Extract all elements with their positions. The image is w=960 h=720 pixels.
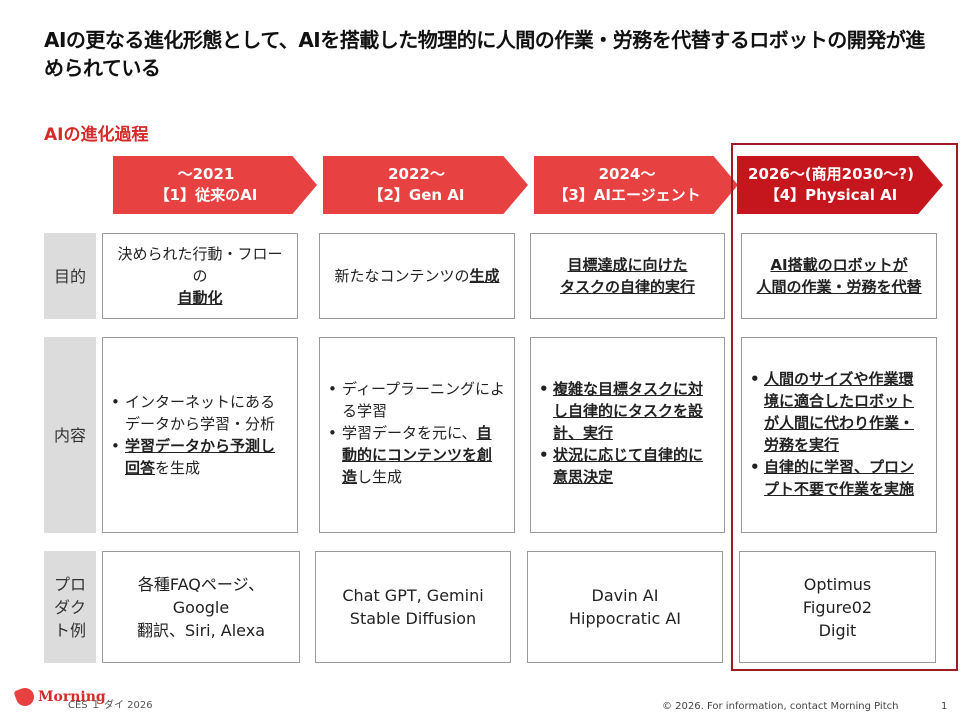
copyright-footer: © 2026. For information, contact Morning… — [662, 701, 899, 712]
product-line-2: 翻訳、Siri, Alexa — [136, 620, 266, 640]
page-title: AIの更なる進化形態として、AIを搭載した物理的に人間の作業・労務を代替するロボ… — [44, 28, 925, 80]
purpose-text: 決められた行動・フローの — [117, 245, 283, 285]
content-item: 自律的に学習、プロンプト不要で作業を実施 — [750, 456, 928, 500]
stage-period: 2022～ — [388, 165, 445, 183]
products-cell-3: Davin AI Hippocratic AI — [527, 551, 723, 663]
purpose-cell-1: 決められた行動・フローの 自動化 — [102, 233, 298, 319]
purpose-emphasis: 自動化 — [177, 289, 223, 307]
purpose-cell-3: 目標達成に向けた タスクの自律的実行 — [530, 233, 725, 319]
purpose-line-2: 人間の作業・労務を代替 — [756, 278, 922, 296]
product-line-1: Davin AI — [591, 586, 659, 605]
content-text: 学習データを元に、 — [342, 424, 477, 442]
purpose-cell-2: 新たなコンテンツの生成 — [319, 233, 515, 319]
content-item: ディープラーニングによる学習 — [328, 378, 506, 422]
content-cell-4: 人間のサイズや作業環境に適合したロボットが人間に代わり作業・労務を実行 自律的に… — [741, 337, 937, 533]
content-item: インターネットにあるデータから学習・分析 — [111, 391, 289, 435]
stage-name: 【3】AIエージェント — [553, 186, 701, 204]
stage-arrow-2: 2022～ 【2】Gen AI — [323, 156, 528, 214]
row-label-products: プロダクト例 — [44, 551, 96, 663]
row-label-content: 内容 — [44, 337, 96, 533]
products-cell-1: 各種FAQページ、Google 翻訳、Siri, Alexa — [102, 551, 300, 663]
content-text: を生成 — [155, 459, 201, 477]
logo-mark-icon — [13, 685, 37, 709]
product-line-1: Optimus — [803, 574, 872, 594]
content-emphasis: 学習データから予測し回答 — [125, 437, 276, 477]
stage-period: 2024～ — [598, 165, 656, 183]
stage-arrow-4: 2026～(商用2030～?) 【4】Physical AI — [737, 156, 943, 214]
row-label-purpose: 目的 — [44, 233, 96, 319]
purpose-line-2: タスクの自律的実行 — [559, 278, 695, 296]
content-cell-2: ディープラーニングによる学習 学習データを元に、自動的にコンテンツを創造し生成 — [319, 337, 515, 533]
purpose-line-1: 目標達成に向けた — [567, 256, 688, 274]
content-text: し生成 — [357, 468, 403, 486]
content-item: 状況に応じて自律的に意思決定 — [539, 444, 716, 488]
content-item: 複雑な目標タスクに対し自律的にタスクを設計、実行 — [539, 378, 716, 444]
company-logo: Morning — [13, 685, 106, 709]
products-cell-4: Optimus Figure02 Digit — [739, 551, 936, 663]
stage-name: 【2】Gen AI — [368, 186, 465, 204]
physical-ai-highlight-frame — [731, 143, 958, 671]
stage-name: 【1】従来のAI — [154, 186, 258, 204]
stage-arrow-1: ～2021 【1】従来のAI — [113, 156, 317, 214]
page-number: 1 — [941, 701, 948, 712]
section-subtitle: AIの進化過程 — [44, 125, 149, 145]
content-item: 人間のサイズや作業環境に適合したロボットが人間に代わり作業・労務を実行 — [750, 368, 928, 456]
content-item: 学習データから予測し回答を生成 — [111, 435, 289, 479]
product-line-3: Digit — [818, 620, 857, 640]
content-cell-1: インターネットにあるデータから学習・分析 学習データから予測し回答を生成 — [102, 337, 298, 533]
content-cell-3: 複雑な目標タスクに対し自律的にタスクを設計、実行 状況に応じて自律的に意思決定 — [530, 337, 725, 533]
purpose-line-1: AI搭載のロボットが — [770, 256, 908, 274]
product-line-2: Figure02 — [802, 597, 873, 617]
content-emphasis: 自動的にコンテンツを創造 — [342, 424, 493, 486]
logo-name: Morning — [38, 689, 106, 705]
content-item: 学習データを元に、自動的にコンテンツを創造し生成 — [328, 422, 506, 488]
stage-name: 【4】Physical AI — [764, 186, 898, 204]
purpose-emphasis: 生成 — [469, 267, 500, 285]
product-line-2: Hippocratic AI — [568, 609, 682, 628]
stage-arrow-3: 2024～ 【3】AIエージェント — [534, 156, 738, 214]
purpose-cell-4: AI搭載のロボットが 人間の作業・労務を代替 — [741, 233, 937, 319]
product-line-1: 各種FAQページ、Google — [137, 574, 265, 617]
products-cell-2: Chat GPT, Gemini Stable Diffusion — [315, 551, 511, 663]
product-line-1: Chat GPT, Gemini — [342, 586, 484, 605]
stage-period: ～2021 — [177, 165, 235, 183]
stage-period: 2026～(商用2030～?) — [748, 165, 914, 183]
purpose-text: 新たなコンテンツの — [334, 267, 470, 285]
product-line-2: Stable Diffusion — [349, 609, 477, 628]
logo-subtext: CES Ｉ ダイ 2026 — [68, 700, 153, 711]
